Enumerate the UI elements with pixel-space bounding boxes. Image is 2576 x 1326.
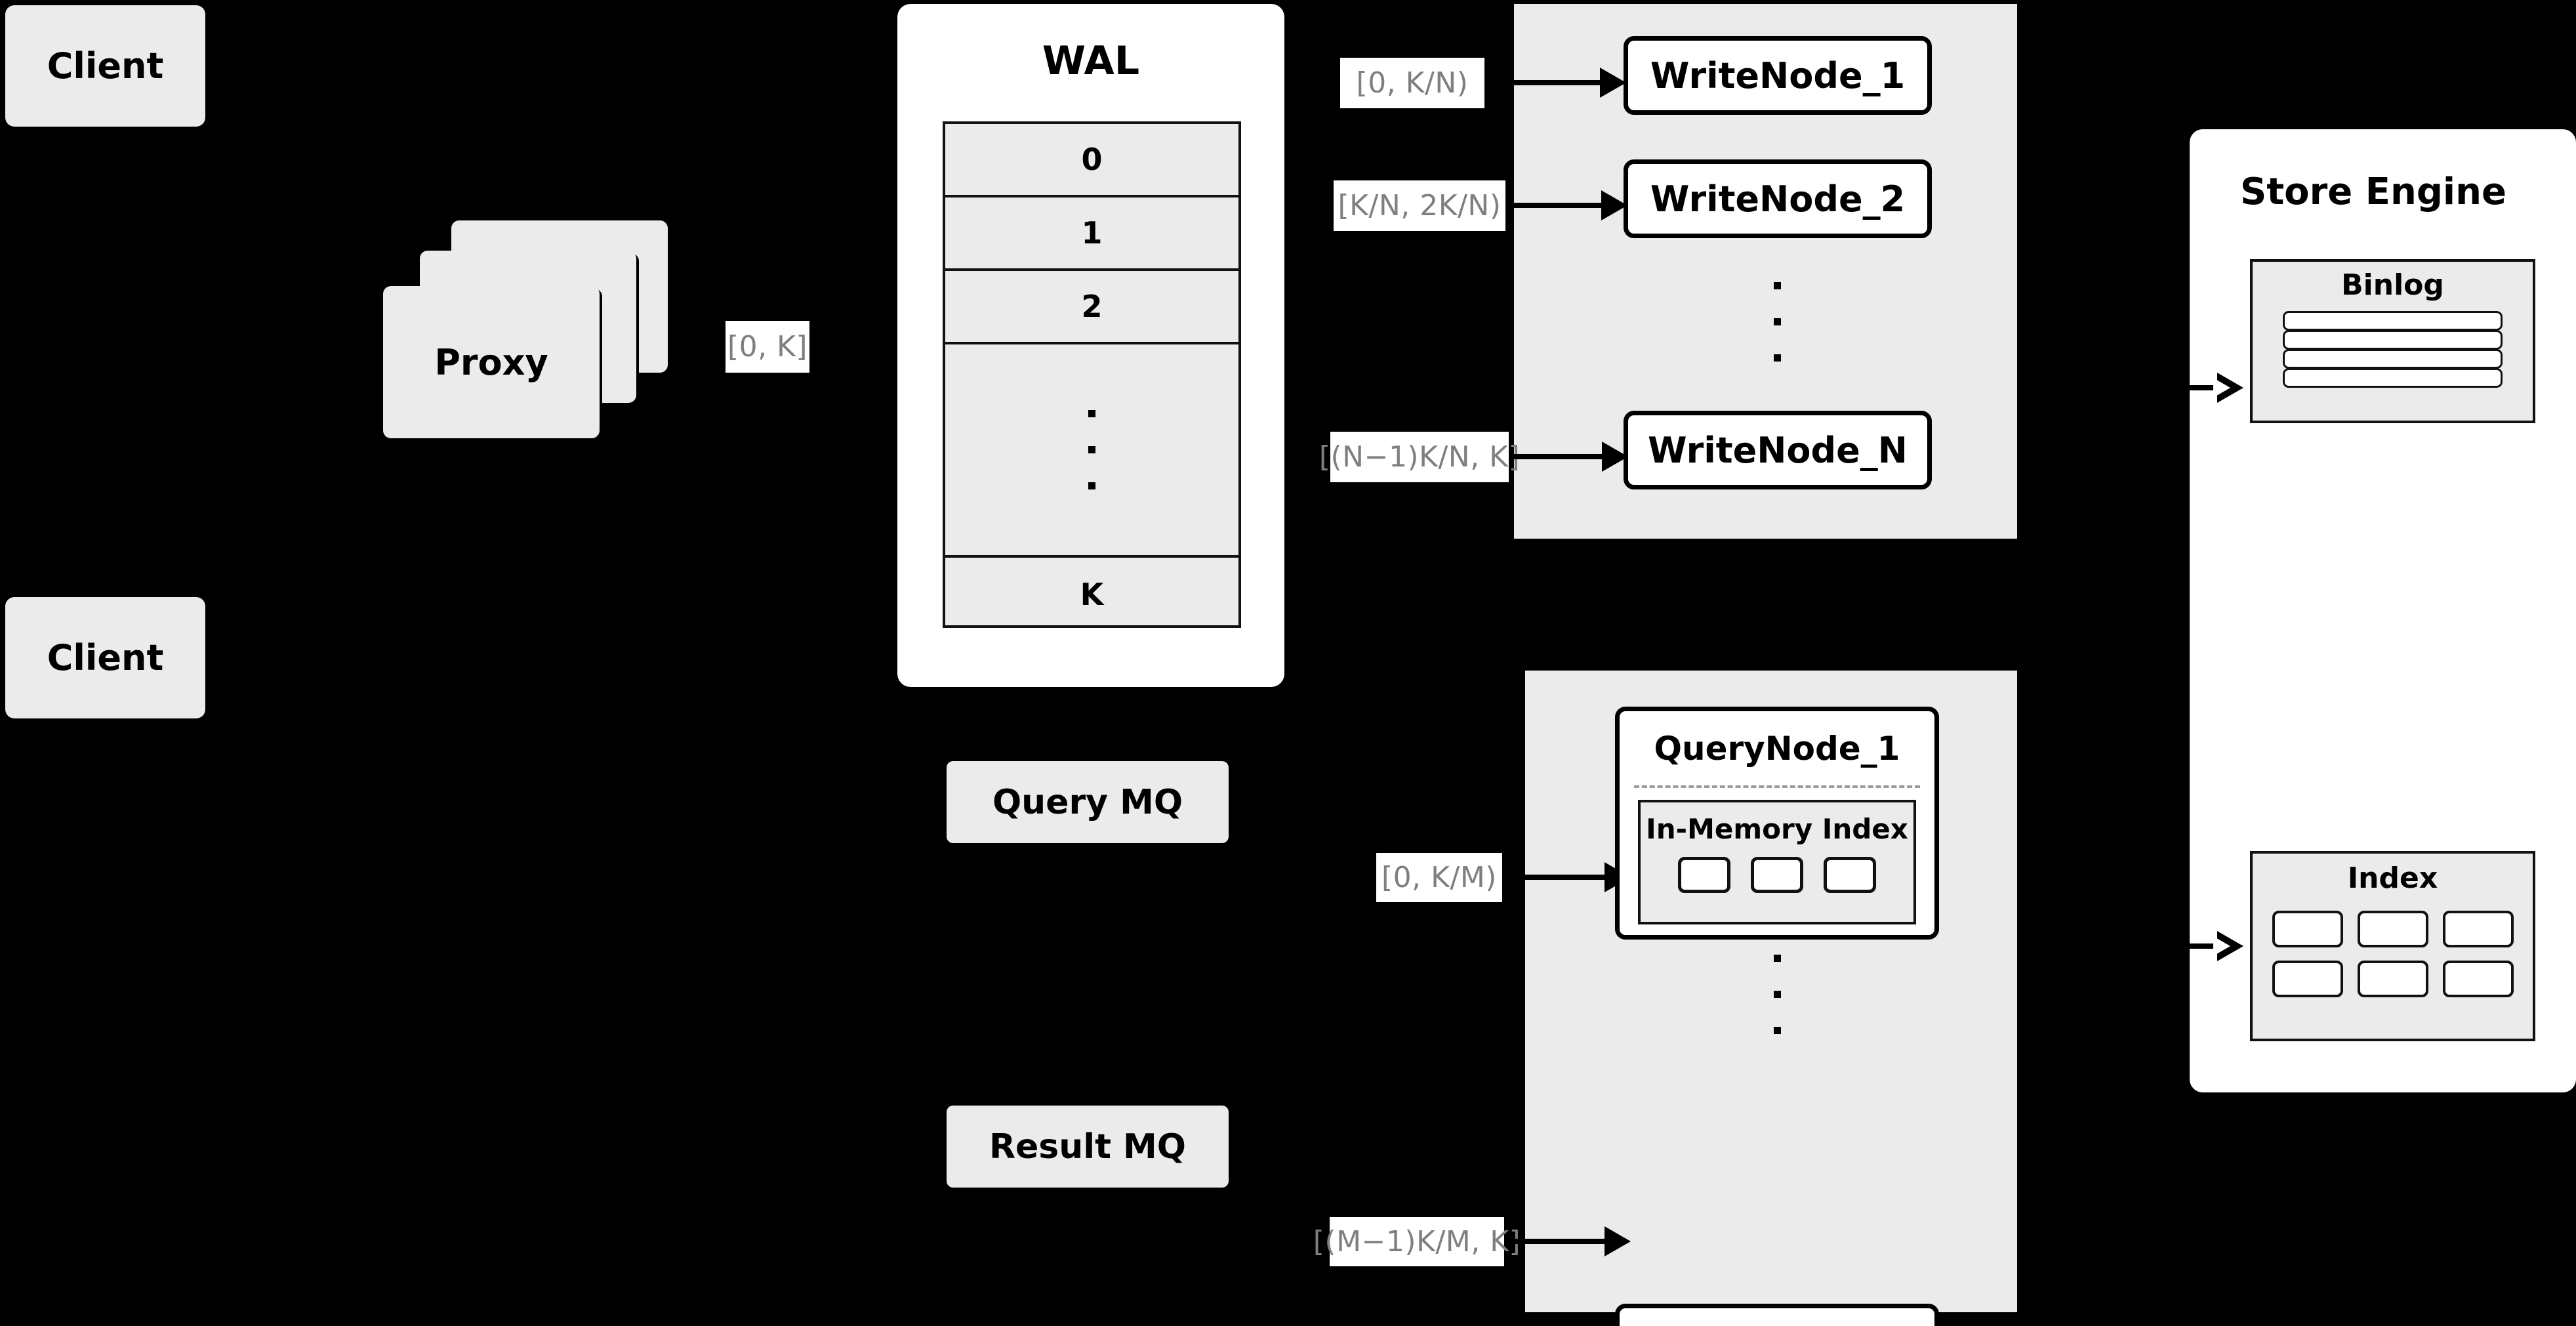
result-mq-box[interactable]: Result MQ bbox=[947, 1106, 1229, 1188]
write-node-n[interactable]: WriteNode_N bbox=[1624, 411, 1932, 489]
wal-row: 0 bbox=[945, 124, 1238, 197]
client-box-1[interactable]: Client bbox=[5, 5, 205, 127]
index-chip bbox=[2357, 911, 2428, 947]
wal-row: 1 bbox=[945, 197, 1238, 271]
write-node-1-range-label: [0, K/N) bbox=[1340, 58, 1484, 108]
wal-title: WAL bbox=[1042, 38, 1140, 84]
query-node-1-separator bbox=[1634, 785, 1920, 788]
proxy-range-text: [0, K] bbox=[727, 329, 808, 363]
result-mq-label: Result MQ bbox=[989, 1127, 1186, 1167]
write-node-1[interactable]: WriteNode_1 bbox=[1624, 36, 1932, 115]
index-box: Index bbox=[2250, 851, 2535, 1041]
proxy-range-label: [0, K] bbox=[726, 321, 809, 373]
wal-row-ellipsis bbox=[945, 344, 1238, 558]
client-label-2: Client bbox=[47, 637, 164, 678]
arrow-to-write-node-2 bbox=[1508, 189, 1633, 222]
wal-table: 0 1 2 K bbox=[943, 121, 1241, 628]
client-label-1: Client bbox=[47, 45, 164, 87]
query-node-1[interactable]: QueryNode_1 In-Memory Index bbox=[1615, 707, 1939, 940]
proxy-box[interactable]: Proxy bbox=[383, 286, 600, 438]
write-node-2[interactable]: WriteNode_2 bbox=[1624, 159, 1932, 238]
query-node-1-range-label: [0, K/M) bbox=[1376, 853, 1502, 902]
write-node-2-range-label: [K/N, 2K/N) bbox=[1334, 180, 1505, 231]
query-node-2-range-label: [(M−1)K/M, K] bbox=[1313, 1217, 1521, 1266]
binlog-container: Binlog bbox=[2250, 259, 2535, 423]
store-engine-title: Store Engine bbox=[2240, 171, 2506, 213]
arrow-to-binlog bbox=[2183, 371, 2268, 404]
binlog-slot bbox=[2283, 311, 2503, 331]
index-chip bbox=[2357, 961, 2428, 997]
write-node-1-label: WriteNode_1 bbox=[1650, 54, 1906, 96]
write-node-n-label: WriteNode_N bbox=[1648, 429, 1908, 471]
binlog-slot bbox=[2283, 330, 2503, 350]
index-chip bbox=[2442, 961, 2514, 997]
in-memory-index-chip bbox=[1751, 857, 1803, 893]
query-mq-label: Query MQ bbox=[992, 782, 1183, 822]
binlog-slot bbox=[2283, 349, 2503, 369]
arrow-to-query-node-2 bbox=[1509, 1225, 1633, 1258]
index-chip bbox=[2442, 911, 2514, 947]
arrow-to-write-node-n bbox=[1509, 440, 1633, 473]
in-memory-index-chip bbox=[1678, 857, 1730, 893]
arrow-to-index bbox=[2183, 930, 2268, 963]
client-box-2[interactable]: Client bbox=[5, 597, 205, 718]
in-memory-index-1: In-Memory Index bbox=[1638, 800, 1916, 924]
write-node-ellipsis-icon bbox=[1774, 282, 1781, 362]
binlog-title: Binlog bbox=[2341, 268, 2444, 302]
index-title: Index bbox=[2347, 861, 2438, 895]
query-node-1-title: QueryNode_1 bbox=[1654, 730, 1900, 768]
index-chip bbox=[2272, 911, 2343, 947]
wal-row: 2 bbox=[945, 271, 1238, 344]
proxy-label: Proxy bbox=[434, 341, 548, 383]
in-memory-index-chip bbox=[1824, 857, 1876, 893]
query-node-2[interactable]: QueryNode_1 In-Memory Index bbox=[1615, 1304, 1939, 1326]
write-node-n-range-label: [(N−1)K/N, K] bbox=[1319, 432, 1520, 482]
wal-row: K bbox=[1080, 576, 1104, 612]
query-node-ellipsis-icon bbox=[1774, 955, 1781, 1034]
binlog-slot bbox=[2283, 368, 2503, 388]
write-node-2-label: WriteNode_2 bbox=[1650, 178, 1906, 220]
query-mq-box[interactable]: Query MQ bbox=[947, 761, 1229, 843]
vertical-ellipsis-icon bbox=[1088, 410, 1095, 489]
index-chip bbox=[2272, 961, 2343, 997]
in-memory-index-1-title: In-Memory Index bbox=[1646, 813, 1908, 845]
arrow-to-write-node-1 bbox=[1496, 66, 1626, 99]
